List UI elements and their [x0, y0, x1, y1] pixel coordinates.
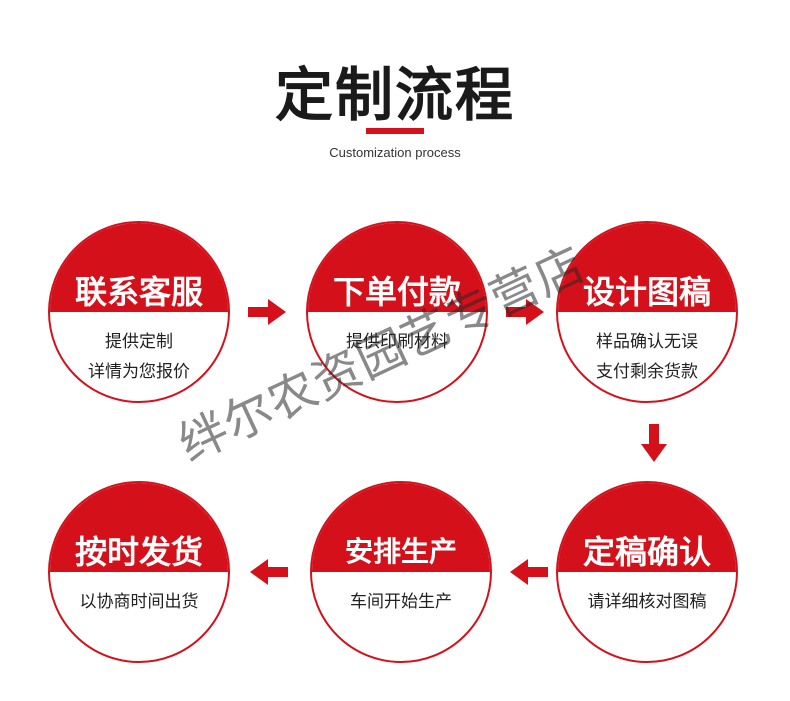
arrow-right-icon — [248, 299, 286, 325]
arrow-right-icon — [506, 299, 544, 325]
page-title: 定制流程 — [274, 61, 515, 129]
step-place-order: 下单付款 提供印刷材料 — [306, 221, 488, 403]
step-title: 定稿确认 — [582, 533, 711, 571]
step-desc: 样品确认无误 支付剩余货款 — [596, 332, 698, 382]
step-desc: 以协商时间出货 — [79, 592, 199, 612]
step-ship-on-time: 按时发货 以协商时间出货 — [48, 481, 230, 663]
page-subtitle: Customization process — [329, 145, 461, 160]
title-underline — [366, 128, 424, 134]
step-desc: 车间开始生产 — [350, 592, 452, 612]
step-desc: 提供定制 详情为您报价 — [88, 332, 190, 382]
arrow-left-icon — [510, 559, 548, 585]
arrow-left-icon — [250, 559, 288, 585]
step-arrange-production: 安排生产 车间开始生产 — [310, 481, 492, 663]
arrow-down-icon — [641, 424, 667, 462]
step-contact-service: 联系客服 提供定制 详情为您报价 — [48, 221, 230, 403]
step-desc: 提供印刷材料 — [346, 332, 448, 352]
step-title: 设计图稿 — [582, 273, 711, 311]
step-title: 按时发货 — [74, 533, 203, 571]
step-title: 联系客服 — [74, 273, 203, 311]
step-title: 下单付款 — [332, 273, 461, 311]
step-title: 安排生产 — [344, 535, 457, 568]
step-finalize-draft: 定稿确认 请详细核对图稿 — [556, 481, 738, 663]
step-desc: 请详细核对图稿 — [587, 592, 707, 612]
step-design-draft: 设计图稿 样品确认无误 支付剩余货款 — [556, 221, 738, 403]
